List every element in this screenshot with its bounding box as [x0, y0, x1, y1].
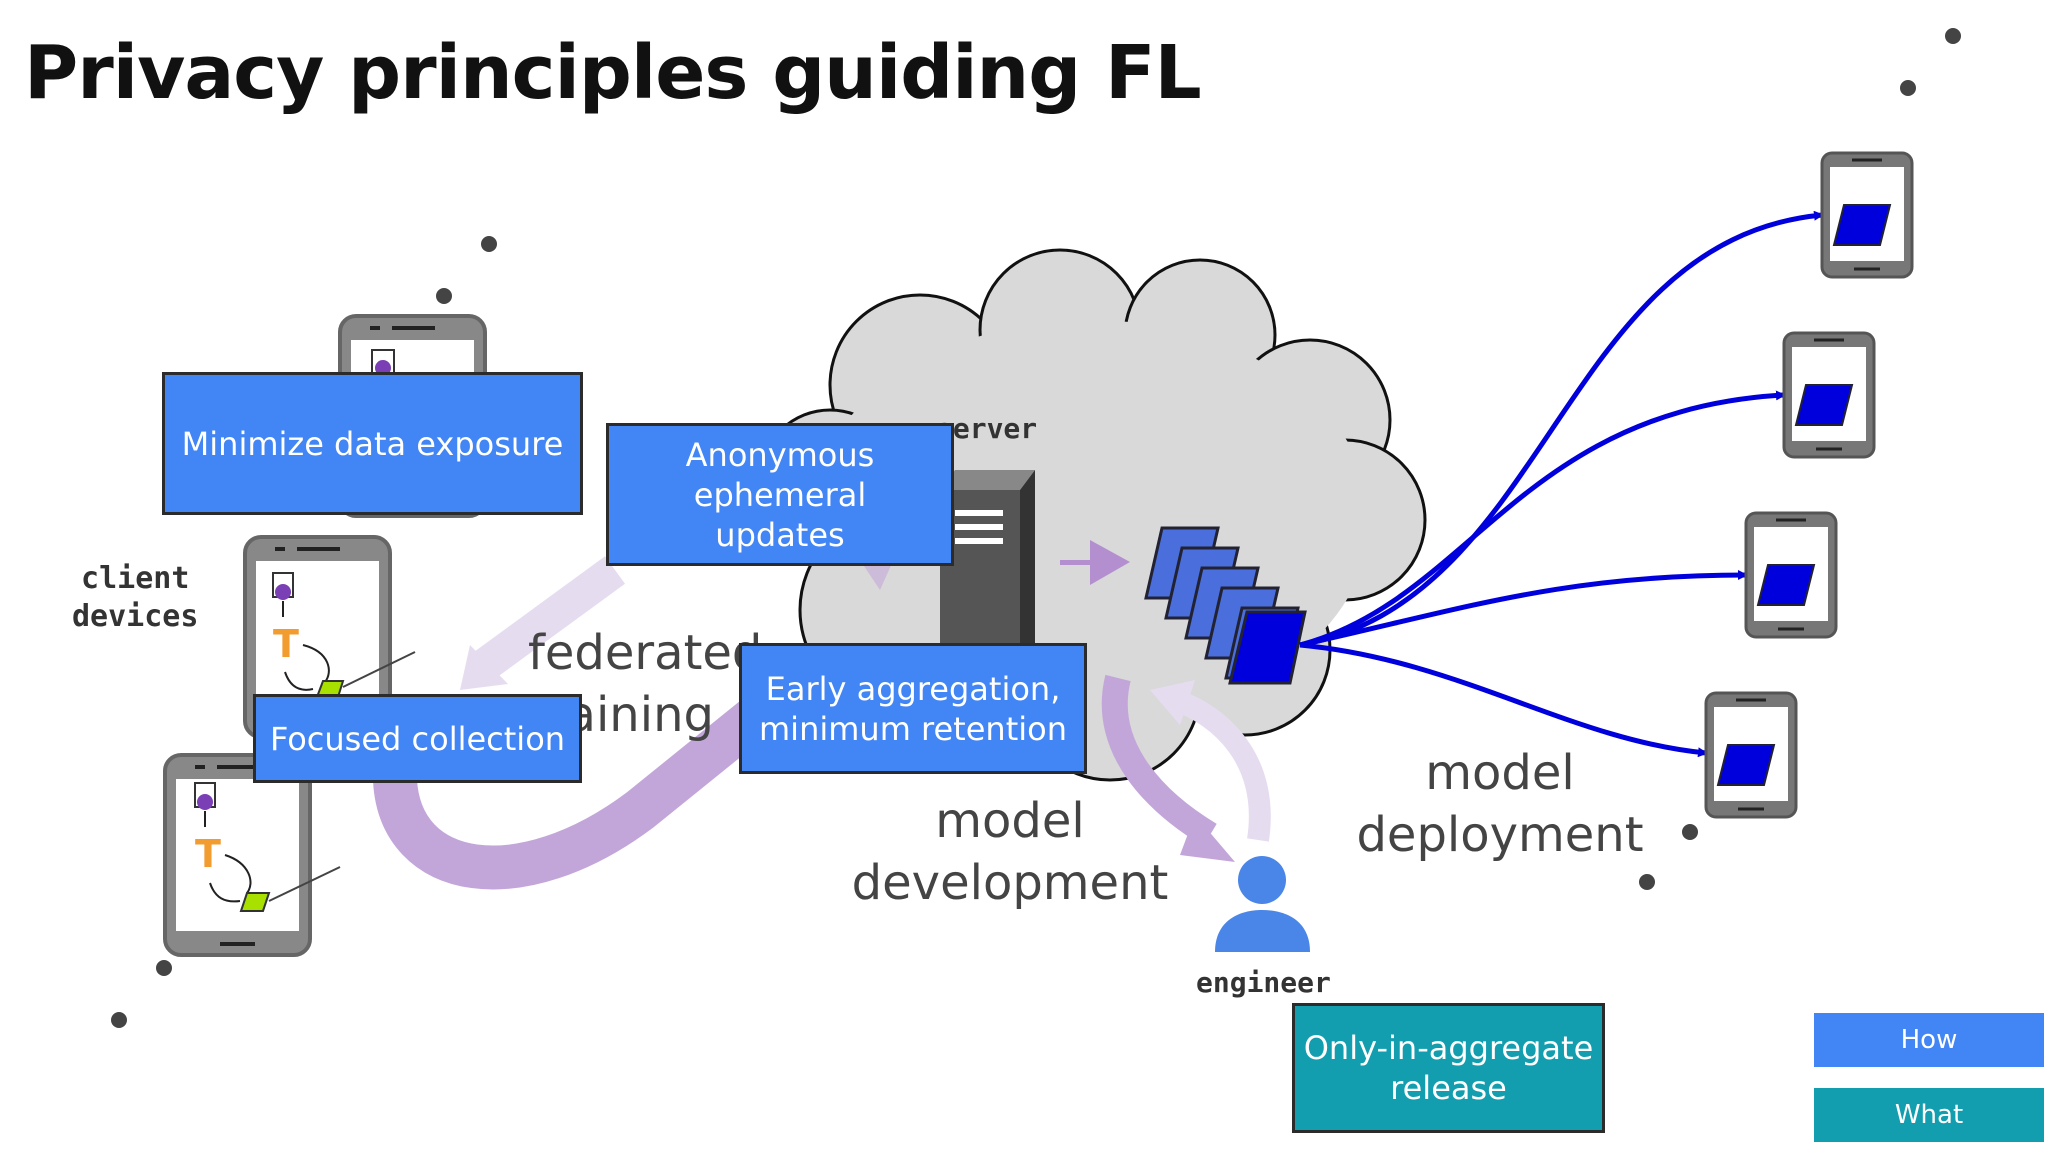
- engineer-label: engineer: [1196, 966, 1331, 999]
- anonymous-updates-text: Anonymous ephemeral updates: [685, 435, 875, 554]
- decorative-dots: [111, 28, 1961, 1028]
- deployed-phone: [1744, 511, 1838, 639]
- only-in-aggregate-release-text: Only-in-aggregate release: [1303, 1029, 1594, 1107]
- deployed-phone: [1704, 691, 1798, 819]
- legend-what: What: [1814, 1088, 2044, 1142]
- aggregate-arrow: [1060, 540, 1130, 585]
- model-stack-icon: [1144, 526, 1307, 685]
- focused-collection-box: Focused collection: [253, 694, 582, 783]
- early-aggregation-box: Early aggregation, minimum retention: [739, 643, 1087, 774]
- deployed-phone: [1782, 331, 1876, 459]
- anonymous-updates-box: Anonymous ephemeral updates: [606, 423, 954, 566]
- model-deployment-label: model deployment: [1356, 745, 1644, 863]
- deployed-phone: [1820, 151, 1914, 279]
- minimize-data-exposure-box: Minimize data exposure: [162, 372, 583, 515]
- svg-text:T: T: [195, 832, 221, 876]
- deployment-arrows: [1299, 210, 1824, 758]
- legend-how: How: [1814, 1013, 2044, 1067]
- legend-what-label: What: [1894, 1100, 1964, 1130]
- model-development-label: model development: [851, 793, 1169, 911]
- minimize-data-exposure-text: Minimize data exposure: [181, 424, 564, 463]
- only-in-aggregate-release-box: Only-in-aggregate release: [1292, 1003, 1605, 1133]
- server-icon: [940, 470, 1035, 665]
- client-phone-bottom: T: [163, 753, 341, 957]
- model-development-arrows: [1101, 674, 1271, 862]
- page-title: Privacy principles guiding FL: [24, 30, 1202, 116]
- engineer-icon: [1215, 856, 1310, 952]
- legend-how-label: How: [1900, 1025, 1958, 1055]
- focused-collection-text: Focused collection: [269, 719, 566, 758]
- early-aggregation-text: Early aggregation, minimum retention: [759, 669, 1067, 748]
- svg-text:T: T: [273, 622, 299, 666]
- client-devices-label: client devices: [72, 561, 199, 634]
- client-phone-middle: T: [243, 535, 416, 739]
